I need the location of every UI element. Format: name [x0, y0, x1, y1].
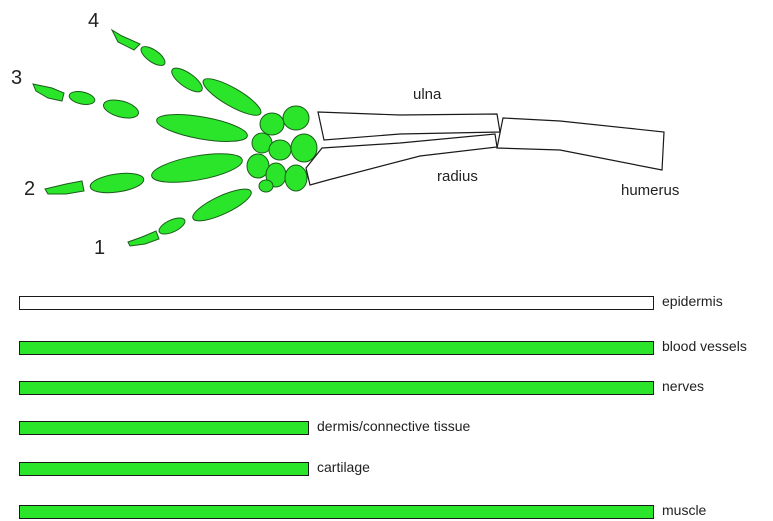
digit-1-bones [128, 183, 255, 246]
tissue-bar [19, 341, 654, 355]
humerus-label: humerus [621, 182, 679, 199]
hand-bones [33, 30, 317, 246]
digit-2-bones [45, 148, 244, 195]
tissue-bar-label: epidermis [662, 293, 723, 309]
tissue-bar [19, 462, 309, 476]
digit-4-label: 4 [88, 10, 99, 32]
radius-label: radius [437, 168, 478, 185]
tissue-bar-label: dermis/connective tissue [317, 418, 470, 434]
tissue-bar [19, 381, 654, 395]
carpal-bones [247, 106, 317, 192]
arm-bones [306, 112, 664, 185]
ulna-label: ulna [413, 86, 442, 103]
limb-skeleton-diagram: 4 3 2 1 ulna radius humerus [0, 0, 773, 290]
tissue-bar-label: blood vessels [662, 338, 747, 354]
tissue-bar [19, 296, 654, 310]
tissue-bar-label: nerves [662, 378, 704, 394]
humerus-bone [497, 118, 664, 170]
digit-3-label: 3 [11, 67, 22, 89]
tissue-bar-label: muscle [662, 502, 706, 518]
digit-1-label: 1 [94, 237, 105, 259]
digit-2-label: 2 [24, 178, 35, 200]
tissue-bar [19, 421, 309, 435]
tissue-bar-label: cartilage [317, 459, 370, 475]
tissue-bar [19, 505, 654, 519]
